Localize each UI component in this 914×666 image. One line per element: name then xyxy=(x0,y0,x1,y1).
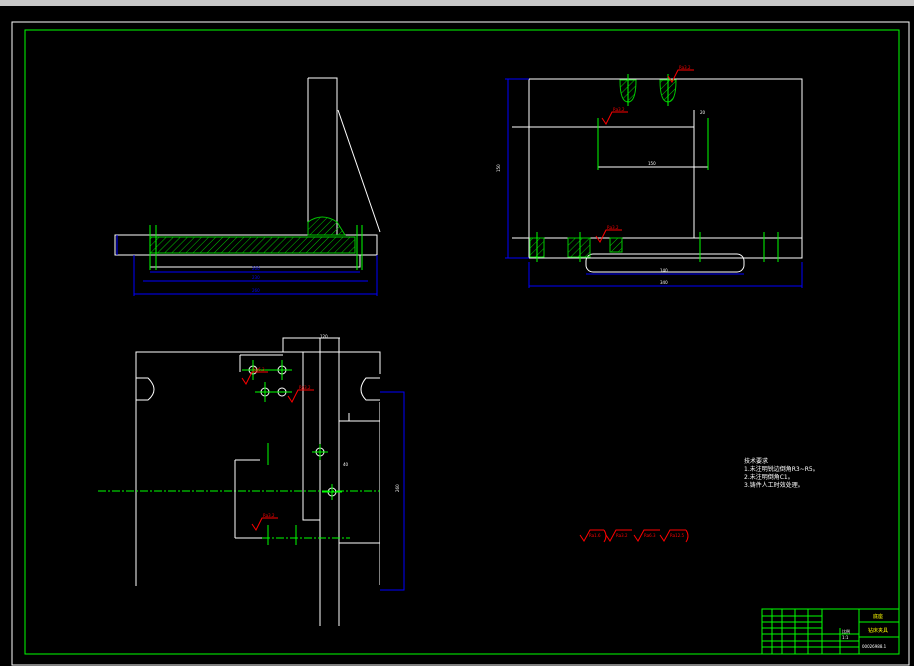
inner-frame xyxy=(24,29,900,655)
roughness-mark-bottom-3: Ra3.2 xyxy=(263,513,275,518)
plan-view-centerlines xyxy=(98,360,380,545)
roughness-legend-1: Ra1.6 xyxy=(589,533,601,538)
front-view-dimensions xyxy=(116,235,378,296)
side-view-dimensions xyxy=(505,78,803,288)
roughness-legend xyxy=(579,529,689,543)
technical-requirement-2: 2.未注明倒角C1。 xyxy=(744,474,794,481)
technical-requirements-title: 技术要求 xyxy=(744,458,769,465)
dim-plan-top: 120 xyxy=(320,334,328,339)
technical-requirement-1: 1.未注明锐边倒角R3~R5。 xyxy=(744,466,819,473)
title-block xyxy=(761,608,900,655)
technical-requirements: 技术要求 1.未注明锐边倒角R3~R5。 2.未注明倒角C1。 3.铸件人工时效… xyxy=(744,458,819,490)
roughness-marks xyxy=(241,69,694,531)
scale-label: 比例 xyxy=(842,628,850,634)
dim-plan-right: 40 xyxy=(343,462,349,467)
roughness-legend-4: Ra12.5 xyxy=(670,533,685,538)
technical-requirement-3: 3.铸件人工时效处理。 xyxy=(744,482,804,489)
scale-value: 1:1 xyxy=(842,635,849,640)
roughness-legend-2: Ra3.2 xyxy=(616,533,628,538)
dim-side-inner: 150 xyxy=(648,161,656,166)
drawing-title: 钻床夹具 xyxy=(868,627,888,634)
dim-front-outer: 260 xyxy=(252,288,260,293)
dim-plan-height: 260 xyxy=(395,484,400,492)
part-name: 底座 xyxy=(873,613,883,620)
dim-side-small: 20 xyxy=(700,110,706,115)
side-view-hatches xyxy=(529,79,677,258)
window-top-bar xyxy=(0,0,914,6)
dim-side-height: 150 xyxy=(496,164,501,172)
plan-view xyxy=(135,337,391,626)
front-view-centerlines xyxy=(149,225,363,270)
side-view-centerlines xyxy=(536,74,779,262)
roughness-mark-right-upper: Ra3.2 xyxy=(613,107,625,112)
roughness-mark-bottom-1: Ra6.3 xyxy=(253,367,265,372)
dim-side-slot: 140 xyxy=(660,268,668,273)
roughness-mark-top-right: Ra3.2 xyxy=(679,65,691,70)
plan-view-leaders xyxy=(234,354,350,539)
roughness-mark-right-lower: Ra3.2 xyxy=(607,225,619,230)
dim-front-inner: 200 xyxy=(252,266,260,271)
roughness-legend-3: Ra6.3 xyxy=(644,533,656,538)
plan-view-dimensions xyxy=(380,391,405,591)
dim-side-length: 340 xyxy=(660,280,668,285)
dim-front-mid: 230 xyxy=(252,275,260,280)
front-view xyxy=(114,77,381,268)
roughness-mark-bottom-2: Ra3.2 xyxy=(299,385,311,390)
drawing-number: 00026988.1 xyxy=(862,644,887,649)
outer-frame xyxy=(11,21,910,666)
side-view xyxy=(512,78,803,273)
